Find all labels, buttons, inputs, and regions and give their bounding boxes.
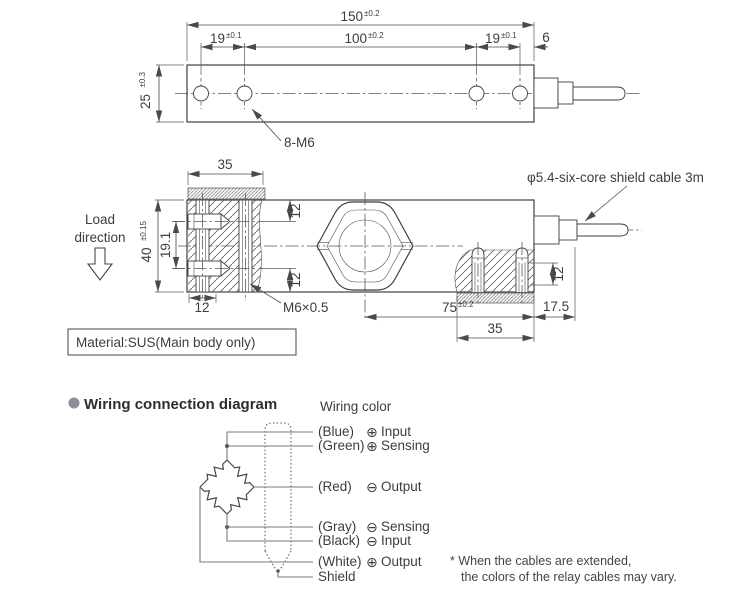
thread-label-side: M6×0.5 — [283, 300, 328, 315]
dim-bolt-pitch: 19.1 — [158, 232, 173, 258]
minus-circle-icon: ⊖ — [366, 480, 378, 496]
plus-circle-icon: ⊕ — [366, 425, 378, 441]
flexure-outer — [316, 201, 414, 291]
thread-leader-line — [251, 108, 282, 142]
wire-black — [226, 514, 313, 542]
down-arrow-icon — [86, 247, 114, 281]
cable-leader-line — [584, 185, 628, 222]
load-direction-line2: direction — [74, 230, 125, 245]
top-view-dimensions: 150 ±0.2 19 ±0.1 100 ±0.2 19 ±0.1 6 25 ±… — [138, 9, 550, 150]
cable-envelope — [264, 422, 292, 573]
minus-circle-icon: ⊖ — [366, 534, 378, 550]
cable-label: φ5.4-six-core shield cable 3m — [527, 170, 704, 185]
note-line2: the colors of the relay cables may vary. — [461, 570, 677, 584]
mounting-holes — [193, 78, 528, 109]
mounting-hole-4 — [512, 85, 528, 102]
shield-junction — [276, 569, 280, 573]
wiring-diagram: Wiring connection diagram Wiring color — [68, 396, 677, 584]
top-view: 150 ±0.2 19 ±0.1 100 ±0.2 19 ±0.1 6 25 ±… — [138, 9, 642, 150]
dim-pitch-right-side: 75 — [442, 300, 457, 315]
strain-gauge-3 — [196, 483, 231, 518]
wire-color-black: (Black) — [318, 533, 360, 548]
strain-gauge-1 — [223, 456, 258, 491]
wire-blue — [226, 431, 313, 460]
strain-gauge-4 — [196, 456, 231, 491]
bullet-icon — [68, 397, 80, 409]
mounting-surface-top — [187, 187, 266, 200]
cable-top — [572, 86, 626, 101]
dim-overall-length: 150 — [340, 9, 363, 24]
wire-func-blue: Input — [381, 424, 411, 439]
wires — [199, 431, 313, 578]
dim-left-block-width: 35 — [217, 157, 232, 172]
cable-side — [576, 223, 629, 237]
dim-end-offset-side: 17.5 — [543, 299, 569, 314]
dim-height-tol: ±0.15 — [139, 220, 148, 241]
dim-edge-bottom: 12 — [288, 272, 303, 287]
right-mounting-block — [454, 242, 535, 305]
minus-circle-icon: ⊖ — [366, 520, 378, 536]
thread-leader-side — [249, 283, 282, 304]
break-line — [256, 199, 263, 293]
cable-gland-side — [533, 215, 642, 245]
dim-stud-length: 12 — [551, 266, 566, 281]
mounting-hole-2 — [236, 85, 253, 102]
wire-func-green: Sensing — [381, 438, 430, 453]
wire-func-black: Input — [381, 533, 411, 548]
flexure-cutout — [316, 192, 414, 321]
mounting-hole-1 — [193, 85, 209, 102]
material-label: Material:SUS(Main body only) — [76, 335, 255, 350]
wheatstone-bridge — [196, 456, 258, 518]
wire-color-red: (Red) — [318, 479, 352, 494]
dim-end-offset: 6 — [542, 30, 550, 45]
dim-width: 25 — [138, 94, 153, 109]
note-line1: * When the cables are extended, — [450, 554, 631, 568]
dim-pitch-left: 19 — [210, 31, 225, 46]
cable-gland-top — [533, 77, 626, 109]
dim-pitch-right: 19 — [485, 31, 500, 46]
dim-hole-offset: 12 — [194, 300, 209, 315]
plus-circle-icon: ⊕ — [366, 439, 378, 455]
wire-func-gray: Sensing — [381, 519, 430, 534]
dim-edge-top: 12 — [288, 203, 303, 218]
flexure-inner — [326, 209, 404, 283]
dim-pitch-right-side-tol: ±0.2 — [458, 300, 474, 309]
wire-func-white: Output — [381, 554, 422, 569]
load-direction-line1: Load — [85, 212, 115, 227]
wiring-color-title: Wiring color — [320, 399, 392, 414]
wire-func-red: Output — [381, 479, 422, 494]
material-note: Material:SUS(Main body only) — [67, 328, 297, 356]
side-view: φ5.4-six-core shield cable 3m Load direc… — [67, 157, 704, 356]
wire-white — [199, 487, 313, 563]
dim-overall-length-tol: ±0.2 — [364, 9, 380, 18]
wire-shield — [277, 572, 313, 578]
left-mounting-block — [172, 187, 266, 301]
wire-color-gray: (Gray) — [318, 519, 356, 534]
wire-labels: (Blue) ⊕ Input (Green) ⊕ Sensing (Red) ⊖… — [318, 424, 430, 584]
shield-label: Shield — [318, 569, 356, 584]
dim-pitch-center-tol: ±0.2 — [368, 31, 384, 40]
dim-height: 40 — [139, 247, 154, 262]
dim-width-tol: ±0.3 — [138, 71, 147, 87]
side-view-dimensions: 35 40 ±0.15 19.1 12 12 — [139, 157, 576, 342]
dim-pitch-right-tol: ±0.1 — [501, 31, 517, 40]
load-direction: Load direction — [74, 212, 126, 281]
thread-label-top: 8-M6 — [284, 135, 315, 150]
mounting-hole-3 — [468, 85, 485, 102]
material-box — [67, 328, 297, 356]
dim-pitch-center: 100 — [344, 31, 367, 46]
flexure-circle — [338, 219, 392, 273]
dim-pitch-left-tol: ±0.1 — [226, 31, 242, 40]
wire-color-green: (Green) — [318, 438, 365, 453]
body-outline-side-view — [186, 199, 535, 293]
strain-gauge-2 — [223, 483, 258, 518]
wiring-heading: Wiring connection diagram — [84, 396, 277, 413]
wire-color-blue: (Blue) — [318, 424, 354, 439]
wire-color-white: (White) — [318, 554, 362, 569]
plus-circle-icon: ⊕ — [366, 555, 378, 571]
dim-right-block-width: 35 — [487, 321, 502, 336]
